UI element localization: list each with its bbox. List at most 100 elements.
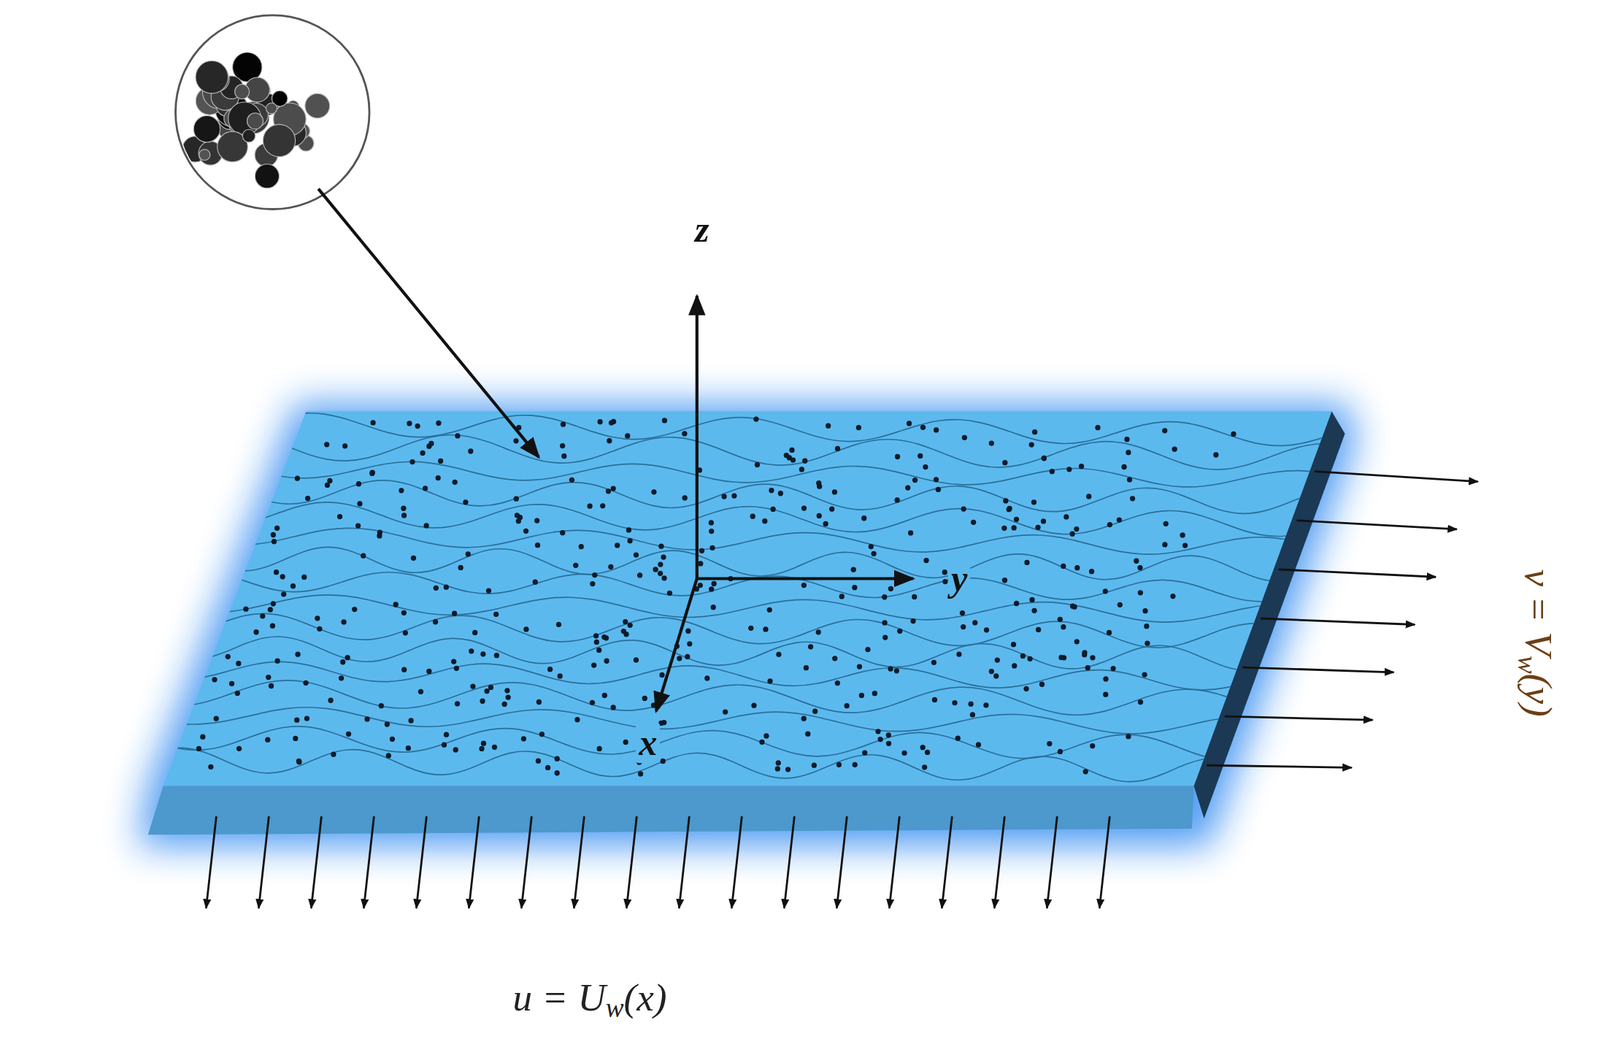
nanoparticle bbox=[1141, 671, 1147, 677]
nanoparticle bbox=[851, 584, 857, 590]
nanoparticle bbox=[770, 506, 776, 512]
nanoparticle bbox=[710, 604, 717, 610]
nanoparticle bbox=[920, 744, 926, 750]
nanoparticle bbox=[623, 631, 629, 637]
nanoparticle bbox=[721, 493, 727, 499]
nanoparticle bbox=[418, 689, 424, 695]
nanoparticle bbox=[290, 583, 296, 589]
stretch-arrow bbox=[783, 816, 795, 909]
nanoparticle bbox=[505, 694, 511, 700]
nanoparticle bbox=[441, 742, 447, 748]
nanoparticle bbox=[862, 749, 868, 755]
nanoparticle bbox=[1074, 564, 1080, 571]
nanoparticle bbox=[775, 651, 782, 657]
nanoparticle bbox=[574, 716, 580, 722]
stretch-arrow bbox=[1224, 716, 1373, 720]
nanoparticle bbox=[861, 515, 867, 521]
nanoparticle bbox=[1083, 768, 1089, 774]
nanoparticle bbox=[486, 587, 492, 593]
nanoparticle bbox=[453, 746, 459, 752]
nanoparticle bbox=[935, 486, 941, 492]
nanoparticle bbox=[1163, 521, 1169, 527]
flow-line bbox=[143, 545, 1348, 582]
nanoparticle bbox=[637, 770, 644, 776]
nanoparticle bbox=[956, 651, 962, 657]
nanoparticle bbox=[1086, 493, 1092, 499]
nanoparticle bbox=[264, 737, 271, 743]
nanoparticle bbox=[762, 626, 768, 632]
nanoparticle bbox=[1071, 603, 1077, 609]
nanoparticle bbox=[708, 528, 714, 534]
nanoparticle bbox=[970, 519, 976, 525]
nanoparticle bbox=[832, 489, 838, 495]
nanoparticle bbox=[803, 664, 809, 671]
nanoparticle bbox=[801, 582, 807, 588]
nanoparticle bbox=[908, 529, 914, 536]
nanoparticle bbox=[633, 551, 639, 557]
nanoparticle bbox=[626, 527, 632, 533]
stretch-arrows-x bbox=[205, 816, 1110, 909]
nanoparticle bbox=[951, 700, 957, 706]
nanoparticle bbox=[1035, 524, 1041, 530]
nanoparticle bbox=[859, 692, 865, 698]
nanoparticle bbox=[601, 634, 607, 640]
nanoparticle bbox=[337, 513, 343, 519]
nanoparticle bbox=[324, 441, 330, 447]
nanoparticle bbox=[681, 430, 687, 436]
nanoparticle bbox=[767, 678, 773, 684]
nanoparticle bbox=[881, 594, 887, 600]
nanoparticle bbox=[1094, 424, 1100, 430]
nanoparticle bbox=[378, 702, 384, 709]
nanoparticle bbox=[225, 654, 231, 660]
nanoparticle bbox=[894, 497, 900, 503]
sheet-front-face bbox=[148, 785, 1195, 835]
nanoparticle bbox=[586, 503, 592, 509]
nanoparticle bbox=[682, 494, 688, 500]
nanoparticle bbox=[294, 651, 300, 657]
nanoparticle bbox=[569, 477, 575, 483]
nanoparticle bbox=[597, 418, 603, 425]
axis-label: y bbox=[948, 558, 971, 599]
nanoparticle bbox=[994, 656, 1000, 663]
nanoparticle bbox=[1029, 597, 1035, 603]
stretch-arrow bbox=[836, 816, 847, 909]
nanoparticle bbox=[754, 462, 760, 468]
nanoparticle bbox=[229, 681, 235, 687]
stretch-arrow bbox=[1243, 667, 1395, 673]
nanoparticle bbox=[596, 745, 602, 752]
nanoparticle bbox=[271, 538, 277, 544]
nanoparticle bbox=[1089, 654, 1095, 660]
nanoparticle bbox=[532, 579, 538, 585]
nanoparticle bbox=[910, 618, 916, 624]
stretch-arrow bbox=[573, 816, 584, 909]
nanoparticle bbox=[1102, 588, 1109, 594]
nanoparticle bbox=[1024, 559, 1030, 565]
nanoparticle bbox=[836, 762, 842, 768]
nanoparticle bbox=[270, 600, 276, 606]
nanoparticle bbox=[931, 659, 937, 665]
coordinate-axes bbox=[656, 295, 914, 711]
nanoparticle bbox=[622, 618, 628, 625]
nanoparticle bbox=[812, 708, 818, 714]
nanoparticle bbox=[684, 654, 690, 660]
particle-blob bbox=[246, 113, 263, 130]
nanoparticle bbox=[1073, 526, 1079, 532]
z-axis bbox=[695, 295, 699, 579]
nanoparticle bbox=[596, 647, 602, 653]
nanoparticle bbox=[409, 459, 415, 465]
nanoparticle bbox=[1020, 653, 1026, 659]
nanoparticle bbox=[539, 731, 545, 737]
flow-line bbox=[143, 413, 1348, 446]
nanoparticle bbox=[591, 662, 597, 668]
stretch-arrow bbox=[1099, 816, 1110, 909]
nanoparticle bbox=[523, 626, 529, 632]
nanoparticle bbox=[1002, 459, 1008, 465]
stretch-arrow bbox=[468, 816, 479, 909]
nanoparticle bbox=[1013, 600, 1019, 606]
flow-line bbox=[143, 680, 1348, 718]
nanoparticle bbox=[273, 569, 279, 575]
nanoparticle bbox=[296, 758, 302, 764]
nanoparticle bbox=[1041, 455, 1047, 461]
nanoparticle bbox=[1143, 623, 1149, 629]
nanoparticle bbox=[778, 490, 784, 496]
